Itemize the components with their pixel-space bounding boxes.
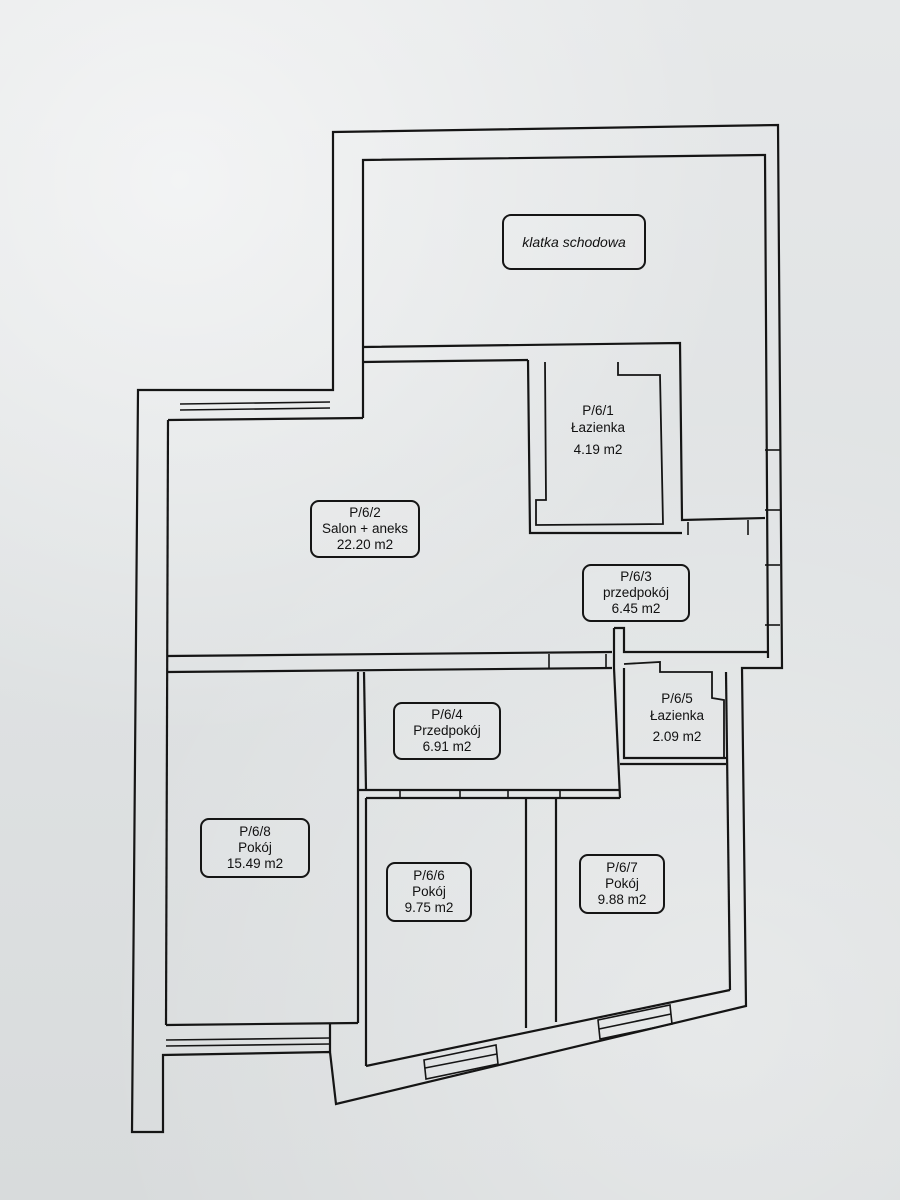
room-label-p-6-7: P/6/7 Pokój 9.88 m2: [579, 854, 665, 914]
stairwell-name: klatka schodowa: [522, 234, 626, 250]
window-bottom-1-line: [424, 1053, 498, 1069]
room-area: 22.20 m2: [336, 537, 394, 552]
room-label-stairwell: klatka schodowa: [502, 214, 646, 270]
window-upper-left-2: [179, 407, 331, 411]
slanted-bottom-inner-wall: [365, 988, 731, 1068]
hall-4-right-wall: [612, 667, 622, 799]
hall-3-wall: [614, 626, 768, 654]
room-name: przedpokój: [602, 585, 670, 600]
stairwell-lower-wall-inner: [362, 358, 529, 364]
room-area: 4.19 m2: [573, 442, 623, 457]
room-code: P/6/1: [582, 403, 614, 418]
room-name: Pokój: [238, 840, 272, 855]
inner-wall-face: [361, 153, 770, 659]
room-name: Łazienka: [649, 708, 705, 723]
room-label-p-6-8: P/6/8 Pokój 15.49 m2: [200, 818, 310, 878]
room-label-p-6-3: P/6/3 przedpokój 6.45 m2: [582, 564, 690, 622]
wall-upper-left: [167, 416, 364, 422]
room-label-p-6-5: P/6/5 Łazienka 2.09 m2: [636, 690, 718, 745]
room-code: P/6/5: [661, 691, 693, 706]
stairwell-lower-wall: [362, 341, 766, 522]
salon-bottom-wall: [167, 650, 613, 658]
room-name: Salon + aneks: [322, 521, 408, 536]
room-name: Łazienka: [570, 420, 626, 435]
hall-4-wall-inner: [362, 671, 368, 791]
left-inner-wall-face: [164, 419, 170, 1026]
room-label-p-6-2: P/6/2 Salon + aneks 22.20 m2: [310, 500, 420, 558]
room-code: P/6/8: [239, 824, 271, 839]
room-area: 2.09 m2: [652, 729, 702, 744]
bathroom-1-inner: [535, 361, 664, 526]
room-name: Przedpokój: [413, 723, 481, 738]
bathroom-5-wall: [622, 668, 726, 760]
room-area: 9.75 m2: [404, 900, 454, 915]
window-room-8: [165, 1037, 331, 1041]
room-area: 15.49 m2: [226, 856, 284, 871]
room-label-p-6-6: P/6/6 Pokój 9.75 m2: [386, 862, 472, 922]
room-code: P/6/6: [413, 868, 445, 883]
right-lower-wall-inner: [724, 671, 732, 991]
salon-bottom-wall-2: [167, 666, 613, 674]
bathroom-5-inner: [623, 661, 725, 758]
room-area: 6.91 m2: [422, 739, 472, 754]
window-upper-left: [179, 401, 331, 405]
outer-wall: [130, 123, 784, 1134]
room-name: Pokój: [605, 876, 639, 891]
room-label-p-6-4: P/6/4 Przedpokój 6.91 m2: [393, 702, 501, 760]
bathroom-1-wall: [526, 359, 682, 535]
room-label-p-6-1: P/6/1 Łazienka 4.19 m2: [548, 402, 648, 458]
room-area: 9.88 m2: [597, 892, 647, 907]
room-area: 6.45 m2: [611, 601, 661, 616]
room-code: P/6/3: [620, 569, 652, 584]
window-bottom-2: [597, 1004, 673, 1040]
room-code: P/6/4: [431, 707, 463, 722]
window-bottom-2-line: [598, 1013, 672, 1030]
room-name: Pokój: [412, 884, 446, 899]
window-bottom-1: [423, 1044, 499, 1080]
window-room-8-2: [165, 1043, 331, 1047]
room-code: P/6/2: [349, 505, 381, 520]
room-8-bottom-wall: [165, 1021, 359, 1027]
room-code: P/6/7: [606, 860, 638, 875]
